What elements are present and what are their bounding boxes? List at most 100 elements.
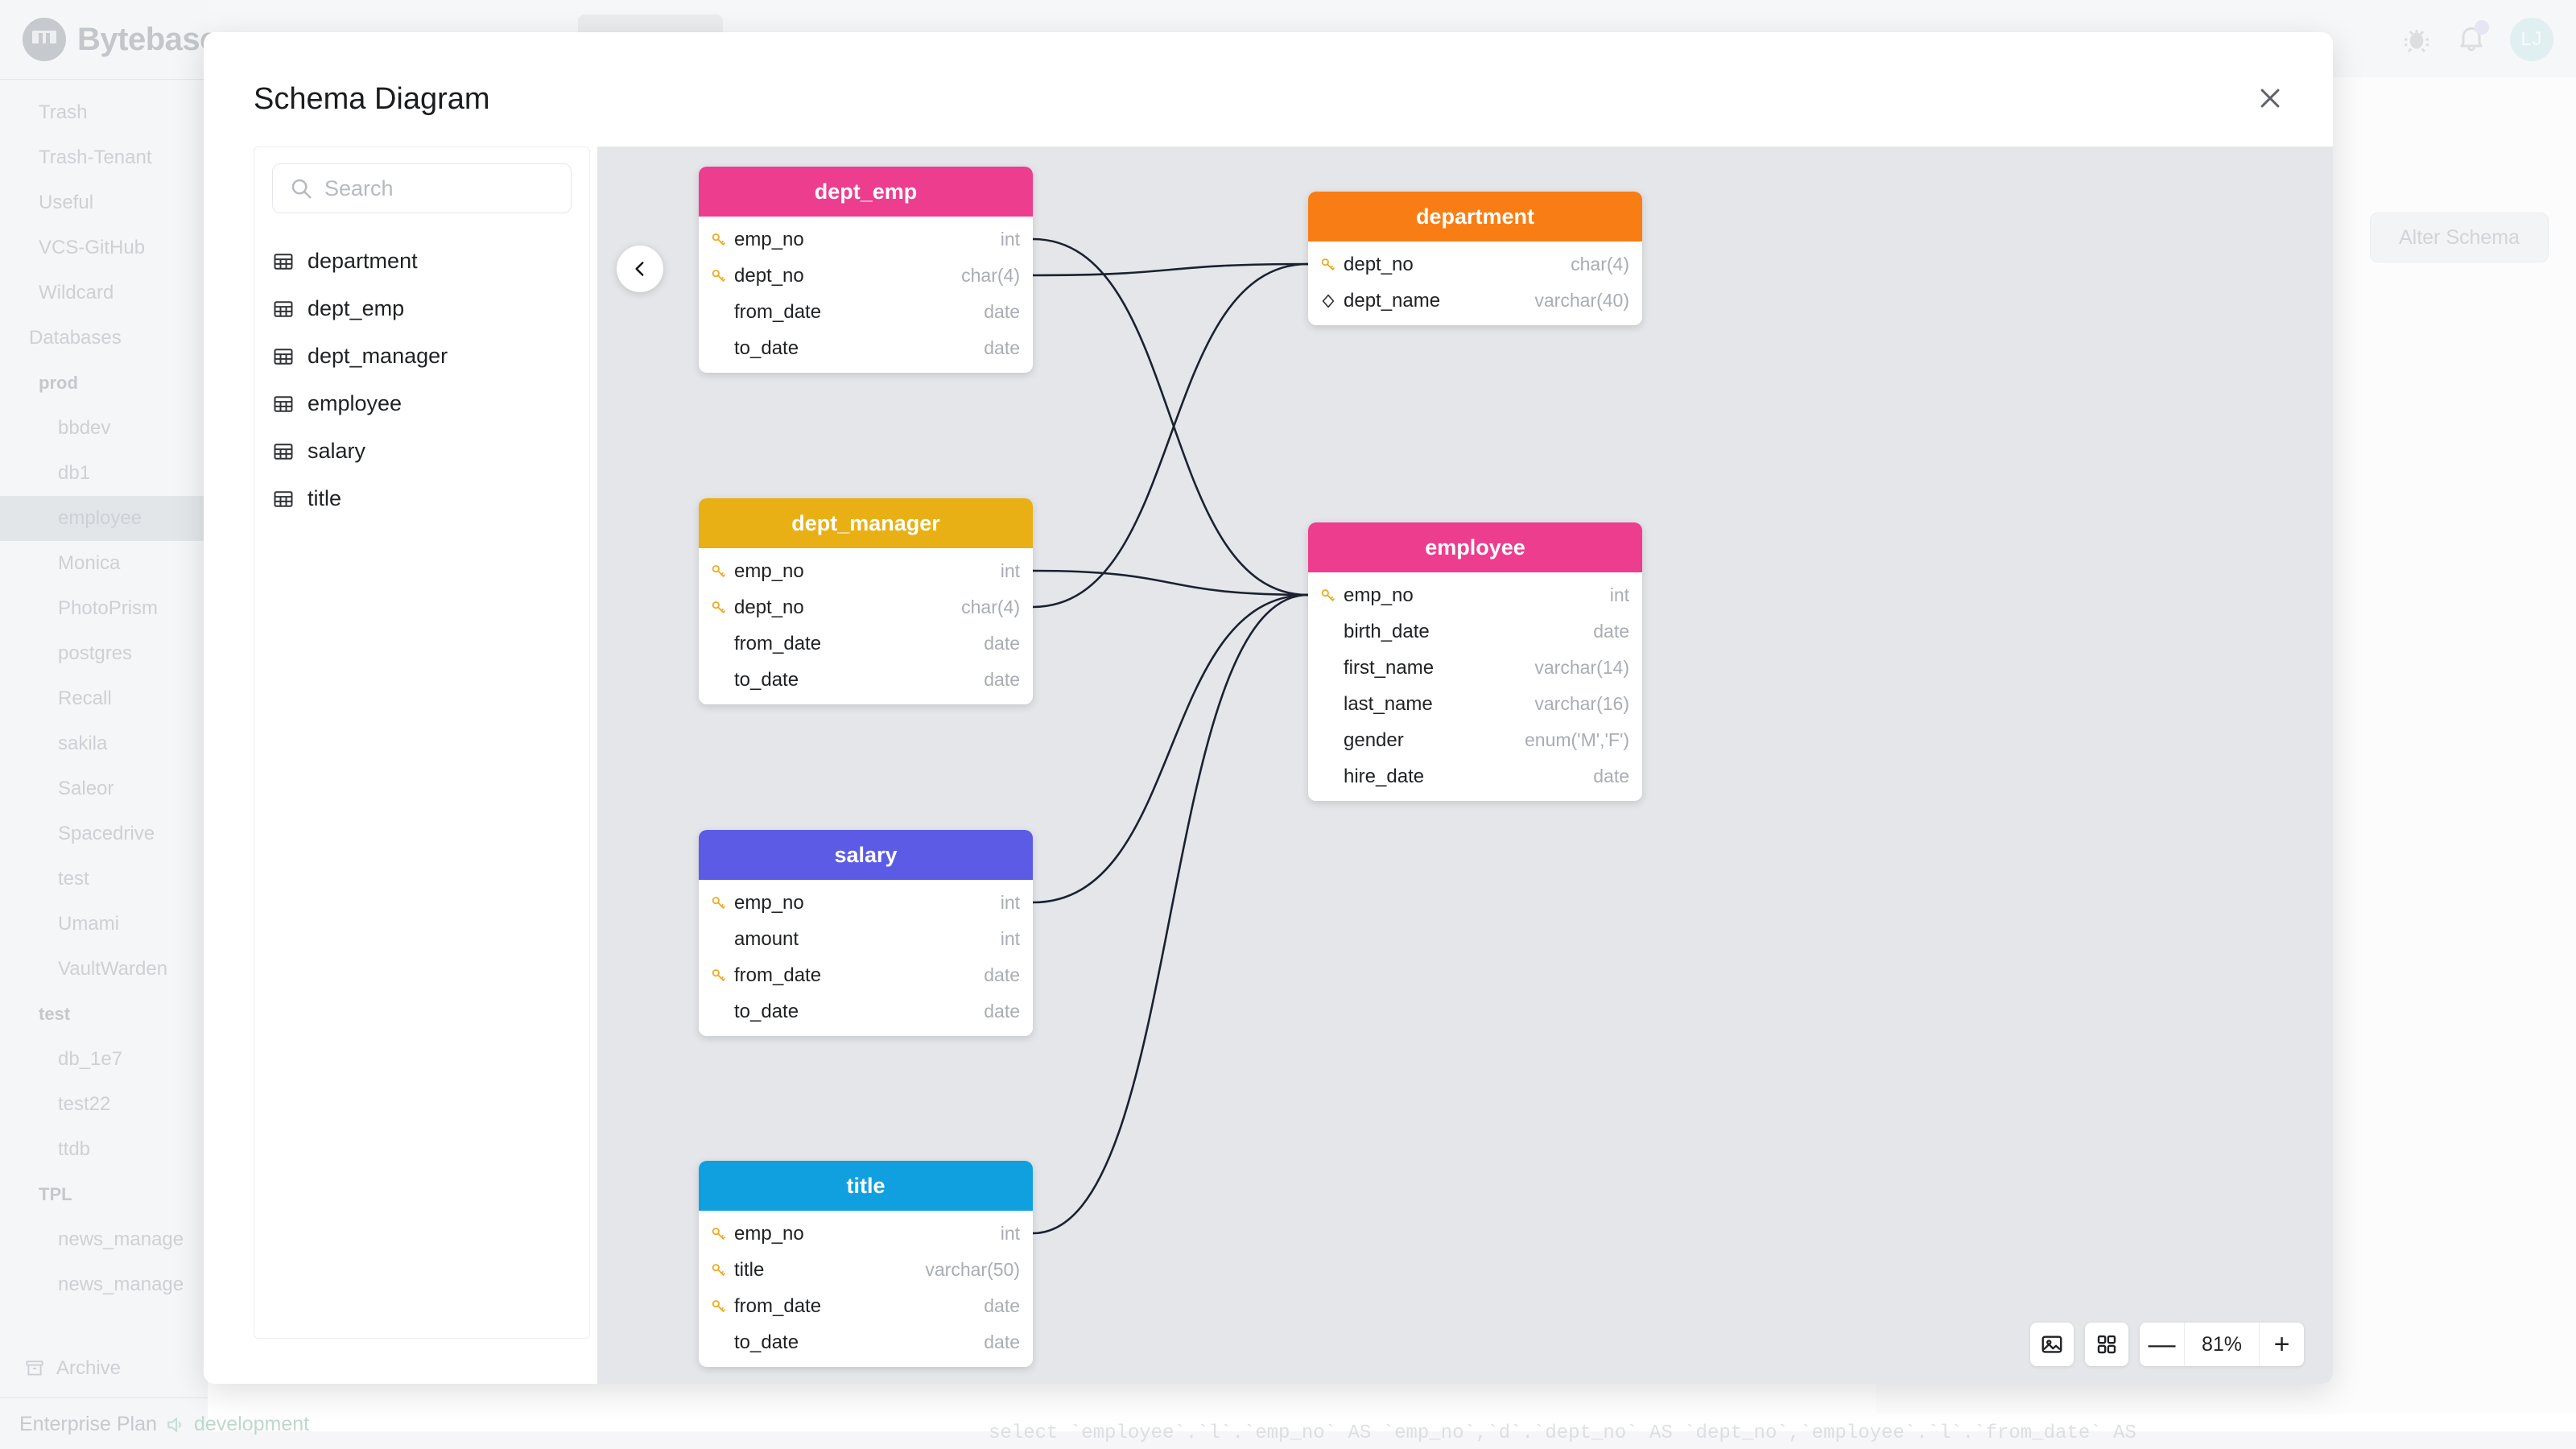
avatar[interactable]: LJ [2510,18,2553,61]
background-nav-item[interactable]: Umami [0,902,208,947]
table-list-item[interactable]: dept_manager [254,332,589,380]
schema-diagram-modal: Schema Diagram departmentdept_empdept_ma… [204,32,2333,1384]
background-nav-item[interactable]: db_1e7 [0,1037,208,1082]
background-nav-item[interactable]: db1 [0,451,208,496]
export-image-button[interactable] [2030,1323,2074,1366]
background-nav-item[interactable]: Useful [0,180,208,225]
image-icon [2041,1335,2062,1353]
background-nav-item[interactable]: Spacedrive [0,811,208,857]
column-name: emp_no [734,228,804,250]
background-nav-label: Recall [58,687,112,709]
background-nav-item[interactable]: Monica [0,541,208,586]
primary-key-icon [1321,588,1335,601]
background-nav-item[interactable]: bbdev [0,406,208,451]
fit-view-button[interactable] [2085,1323,2128,1366]
column-name: dept_no [734,264,804,287]
background-nav-item[interactable]: news_manage [0,1217,208,1262]
background-nav-item[interactable]: test [0,992,208,1037]
schema-column-row[interactable]: emp_no int [699,1216,1033,1252]
background-nav-item[interactable]: postgres [0,631,208,676]
search-box[interactable] [272,163,572,213]
column-type: int [1000,1223,1020,1244]
zoom-in-button[interactable]: + [2259,1323,2304,1366]
background-nav-item[interactable]: Wildcard [0,270,208,316]
column-name: from_date [734,300,822,323]
app-logo: Bytebase [23,18,217,61]
bell-icon [2459,27,2483,51]
background-nav-item[interactable]: news_manage [0,1262,208,1307]
primary-key-icon [712,1263,725,1276]
background-nav-item[interactable]: sakila [0,721,208,766]
background-nav-item[interactable]: VaultWarden [0,947,208,992]
search-input[interactable] [324,175,555,201]
zoom-out-button[interactable]: — [2140,1323,2185,1366]
background-nav-item[interactable]: Saleor [0,766,208,811]
close-button[interactable] [2246,74,2294,122]
background-nav-item[interactable]: PhotoPrism [0,586,208,631]
column-name: dept_name [1344,289,1441,312]
alter-schema-button[interactable]: Alter Schema [2370,213,2549,262]
table-list-item[interactable]: salary [254,427,589,475]
background-nav-item[interactable]: employee [0,496,208,541]
relationship-edge [1032,237,1309,597]
background-nav-item[interactable]: Trash-Tenant [0,135,208,180]
background-nav-item[interactable]: test [0,857,208,902]
table-list-item[interactable]: department [254,237,589,285]
notifications-bell[interactable] [2455,19,2489,58]
background-nav-item[interactable]: Trash [0,90,208,135]
table-list-item[interactable]: employee [254,380,589,427]
bug-icon[interactable] [2401,23,2433,56]
background-nav-item[interactable]: ttdb [0,1127,208,1172]
background-nav-item[interactable]: TPL [0,1172,208,1217]
table-list-item[interactable]: dept_emp [254,285,589,332]
schema-node-title: dept_manager [699,498,1033,548]
app-brand-name: Bytebase [77,21,217,57]
background-nav-item[interactable]: VCS-GitHub [0,225,208,270]
background-nav-item[interactable]: prod [0,361,208,406]
relationship-edge [1032,569,1309,597]
table-icon [274,395,293,412]
background-nav-item[interactable]: Recall [0,676,208,721]
collapse-sidebar-button[interactable] [617,246,663,292]
sidebar-item-archive[interactable]: Archive [24,1357,121,1380]
background-nav-item[interactable]: test22 [0,1082,208,1127]
column-name: emp_no [734,1222,804,1245]
schema-node-title: employee [1308,522,1642,572]
table-list-item[interactable]: title [254,475,589,522]
background-nav-item[interactable]: Databases [0,316,208,361]
column-name: first_name [1344,656,1435,679]
primary-key-icon [712,968,725,981]
